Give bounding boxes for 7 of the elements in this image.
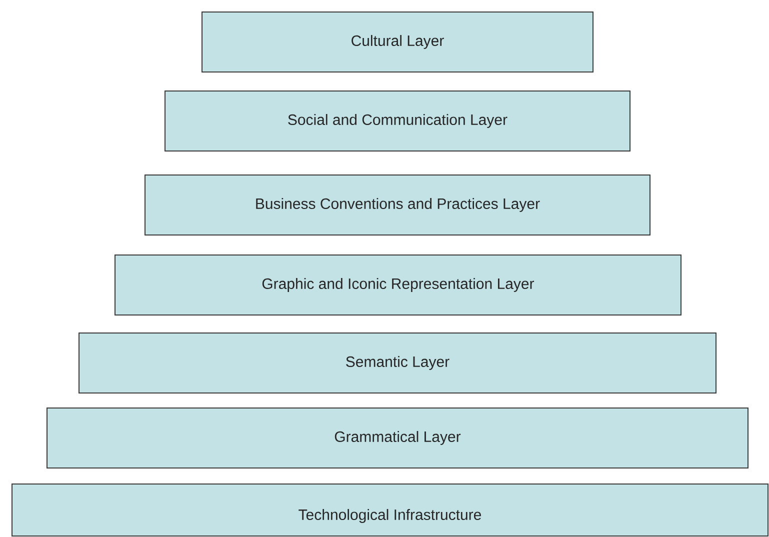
layer-box: Cultural Layer xyxy=(202,12,594,72)
layer-box: Semantic Layer xyxy=(78,332,716,394)
layer-box: Technological Infrastructure xyxy=(12,484,768,536)
layer-box: Grammatical Layer xyxy=(46,408,748,468)
layer-box: Business Conventions and Practices Layer xyxy=(144,174,650,236)
layer-box: Social and Communication Layer xyxy=(164,90,630,152)
layer-box: Graphic and Iconic Representation Layer xyxy=(114,254,682,316)
